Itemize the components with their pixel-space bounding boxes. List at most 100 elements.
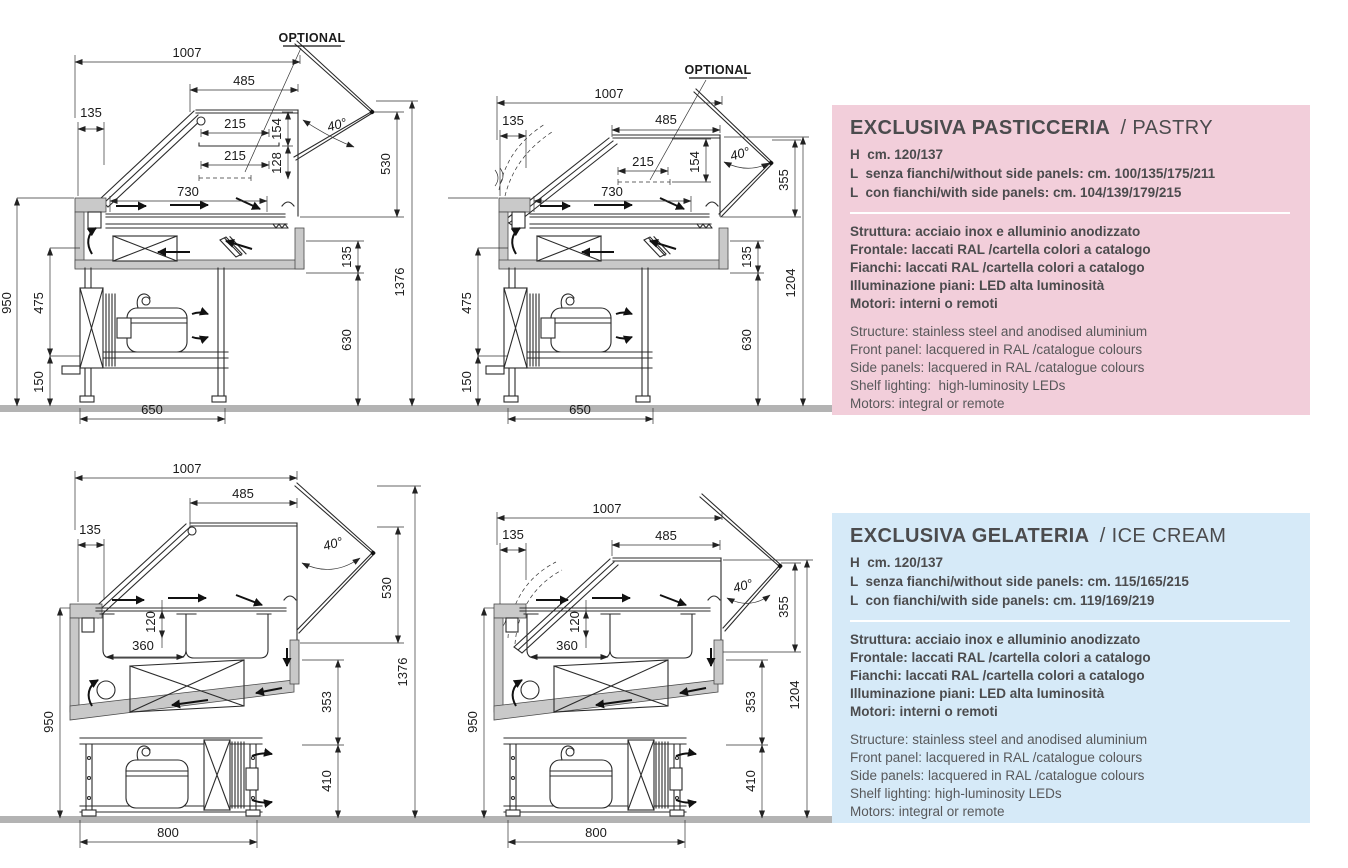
- dim-lid-angle: 40°: [728, 144, 751, 164]
- dim-base-width: 800: [157, 825, 179, 840]
- gelateria-title-english: / ICE CREAM: [1099, 525, 1227, 547]
- dim-pan-width: 360: [556, 638, 578, 653]
- dim-base-height: 150: [459, 371, 474, 393]
- dim-counter-height: 950: [465, 711, 480, 733]
- dim-stand-height: 410: [743, 770, 758, 792]
- gelateria-title-italian: EXCLUSIVA GELATERIA: [850, 525, 1089, 547]
- dim-overall-width: 1007: [593, 501, 622, 516]
- dim-overall-width: 1007: [595, 86, 624, 101]
- pastry-spec-sides-it: Fianchi: laccati RAL /cartella colori a …: [850, 260, 1145, 275]
- dim-lid-open-height: 355: [776, 169, 791, 191]
- dim-base-width: 650: [569, 402, 591, 417]
- dimension-annotations: 1007 485 135 40° 530 120 360 353 410 137…: [41, 461, 421, 848]
- dim-pan-width: 360: [132, 638, 154, 653]
- pastry-length-spec-no-panels: L senza fianchi/without side panels: cm.…: [850, 166, 1216, 181]
- pastry-length-spec-with-panels: L con fianchi/with side panels: cm. 104/…: [850, 185, 1182, 200]
- dim-front-offset: 135: [80, 105, 102, 120]
- dim-shelf1-height: 154: [269, 118, 284, 140]
- divider: [850, 212, 1290, 214]
- pastry-title-italian: EXCLUSIVA PASTICCERIA: [850, 117, 1110, 139]
- pastry-info-panel: EXCLUSIVA PASTICCERIA / PASTRY H cm. 120…: [832, 105, 1310, 415]
- dim-counter-height: 950: [41, 711, 56, 733]
- dim-lid-open-height: 530: [378, 153, 393, 175]
- dimension-annotations: 1007 485 135 40° 355 120 360 353 410 120…: [465, 501, 813, 848]
- pastry-height-spec: H cm. 120/137: [850, 147, 944, 162]
- gelateria-spec-motors-en: Motors: integral or remote: [850, 804, 1005, 819]
- dim-shelf1-width: 215: [224, 116, 246, 131]
- airflow-arrows: [87, 593, 292, 808]
- divider: [850, 620, 1290, 622]
- airflow-arrows: [510, 197, 685, 345]
- pastry-spec-sides-en: Side panels: lacquered in RAL /catalogue…: [850, 360, 1145, 375]
- gelateria-spec-sides-it: Fianchi: laccati RAL /cartella colori a …: [850, 668, 1145, 683]
- gelateria-panel-title: EXCLUSIVA GELATERIA / ICE CREAM: [850, 525, 1290, 548]
- dim-front-offset: 135: [502, 113, 524, 128]
- dim-base-height: 150: [31, 371, 46, 393]
- pastry-panel-title: EXCLUSIVA PASTICCERIA / PASTRY: [850, 117, 1290, 140]
- case-body: [493, 493, 783, 817]
- dim-motor-zone-height: 475: [31, 292, 46, 314]
- airflow-arrows: [86, 197, 261, 345]
- dim-base-width: 800: [585, 825, 607, 840]
- dim-body-depth: 135: [339, 246, 354, 268]
- dim-deck-width: 730: [601, 184, 623, 199]
- dim-body-depth: 135: [739, 246, 754, 268]
- dim-base-width: 650: [141, 402, 163, 417]
- dim-motor-zone-height: 475: [459, 292, 474, 314]
- dim-total-height: 1204: [787, 681, 802, 710]
- case-body: [485, 88, 774, 403]
- drawing-gelato-service: 1007 485 135 40° 355 120 360 353 410 120…: [465, 493, 813, 848]
- gelateria-spec-sides-en: Side panels: lacquered in RAL /catalogue…: [850, 768, 1145, 783]
- dim-counter-height: 950: [0, 292, 14, 314]
- spacer: [850, 313, 1290, 323]
- gelateria-spec-structure-en: Structure: stainless steel and anodised …: [850, 732, 1148, 747]
- pastry-spec-front-it: Frontale: laccati RAL /cartella colori a…: [850, 242, 1151, 257]
- dim-front-offset: 135: [79, 522, 101, 537]
- airflow-arrows: [511, 593, 716, 808]
- pastry-spec-front-en: Front panel: lacquered in RAL /catalogue…: [850, 342, 1143, 357]
- drawing-pastry-service: OPTIONAL 1007 485 135 215 154 730 40°: [448, 63, 809, 424]
- dim-lid-width: 485: [655, 112, 677, 127]
- dim-lid-open-height: 355: [776, 596, 791, 618]
- dim-total-height: 1204: [783, 269, 798, 298]
- gelateria-spec-lighting-it: Illuminazione piani: LED alta luminosità: [850, 686, 1105, 701]
- gelateria-spec-structure-it: Struttura: acciaio inox e alluminio anod…: [850, 632, 1141, 647]
- pastry-spec-lighting-it: Illuminazione piani: LED alta luminosità: [850, 278, 1105, 293]
- dim-overall-width: 1007: [173, 461, 202, 476]
- drawing-pastry-lid-open: OPTIONAL 1007 485 135 215 154 215 128: [0, 31, 418, 424]
- gelateria-spec-front-en: Front panel: lacquered in RAL /catalogue…: [850, 750, 1143, 765]
- dim-body-depth: 353: [319, 691, 334, 713]
- dim-stand-height: 410: [319, 770, 334, 792]
- gelateria-spec-front-it: Frontale: laccati RAL /cartella colori a…: [850, 650, 1151, 665]
- pastry-title-english: / PASTRY: [1120, 117, 1214, 139]
- dim-lid-angle: 40°: [321, 534, 344, 554]
- case-body: [69, 482, 376, 817]
- dim-lid-width: 485: [655, 528, 677, 543]
- gelateria-info-panel: EXCLUSIVA GELATERIA / ICE CREAM H cm. 12…: [832, 513, 1310, 823]
- case-body: [61, 40, 375, 403]
- gelateria-spec-motors-it: Motori: interni o remoti: [850, 704, 998, 719]
- gelateria-height-spec: H cm. 120/137: [850, 555, 944, 570]
- pastry-spec-lighting-en: Shelf lighting: high-luminosity LEDs: [850, 378, 1066, 393]
- ground-line-top: [0, 405, 833, 412]
- dim-body-depth: 353: [743, 691, 758, 713]
- spacer: [850, 721, 1290, 731]
- gelateria-spec-lighting-en: Shelf lighting: high-luminosity LEDs: [850, 786, 1062, 801]
- dim-deck-width: 730: [177, 184, 199, 199]
- dim-lid-angle: 40°: [731, 576, 754, 596]
- pastry-spec-structure-en: Structure: stainless steel and anodised …: [850, 324, 1148, 339]
- dim-shelf1-width: 215: [632, 154, 654, 169]
- dim-lid-open-height: 530: [379, 577, 394, 599]
- drawing-gelato-lid-open: 1007 485 135 40° 530 120 360 353 410 137…: [41, 461, 421, 848]
- dim-underframe-height: 630: [339, 329, 354, 351]
- dimension-annotations: OPTIONAL 1007 485 135 215 154 215 128: [0, 31, 418, 424]
- ground-line-bottom: [0, 816, 833, 823]
- dim-total-height: 1376: [392, 268, 407, 297]
- pastry-spec-motors-it: Motori: interni o remoti: [850, 296, 998, 311]
- gelateria-length-spec-with-panels: L con fianchi/with side panels: cm. 119/…: [850, 593, 1155, 608]
- gelateria-length-spec-no-panels: L senza fianchi/without side panels: cm.…: [850, 574, 1189, 589]
- dim-shelf2-width: 215: [224, 148, 246, 163]
- dim-total-height: 1376: [395, 658, 410, 687]
- dim-lid-width: 485: [233, 73, 255, 88]
